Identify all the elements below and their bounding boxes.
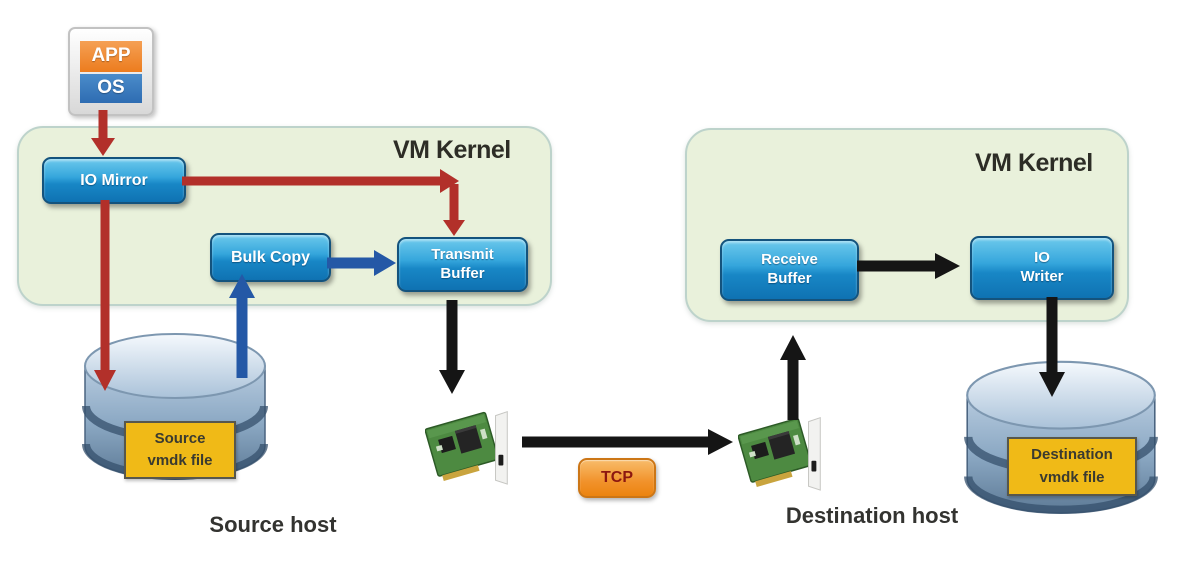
io-writer-label-line1: IO	[1034, 249, 1050, 267]
bulk-copy-label: Bulk Copy	[230, 248, 311, 266]
transmit-buffer-label-line1: Transmit	[431, 245, 494, 263]
destination-vmkernel-title: VM Kernel	[975, 149, 1093, 177]
app-label: APP	[80, 40, 142, 72]
os-label: OS	[80, 73, 142, 103]
destination-vmdk-line1: Destination	[1031, 446, 1113, 463]
transmit-buffer-label-line2: Buffer	[440, 264, 485, 282]
source-nic-icon	[425, 411, 508, 485]
receive-buffer-label-line1: Receive	[761, 251, 818, 269]
source-vmdk-line1: Source	[154, 429, 206, 447]
receive-buffer-box: Receive Buffer	[720, 239, 859, 301]
transmit-buffer-box: Transmit Buffer	[397, 237, 528, 292]
arrow-transmit-to-nic	[439, 300, 465, 394]
tcp-label: TCP	[601, 469, 633, 486]
arrow-nic-to-nic	[522, 429, 733, 455]
io-mirror-label: IO Mirror	[80, 171, 148, 189]
destination-nic-icon	[738, 417, 821, 491]
tcp-badge: TCP	[578, 458, 656, 498]
source-vmdk-label: Source vmdk file	[124, 421, 236, 479]
source-host-label: Source host	[209, 512, 337, 537]
source-vmkernel-title: VM Kernel	[393, 136, 511, 164]
destination-vmdk-label: Destination vmdk file	[1007, 437, 1137, 496]
source-vmdk-line2: vmdk file	[147, 452, 213, 469]
app-os-box: APP OS	[68, 27, 154, 116]
receive-buffer-label-line2: Buffer	[767, 270, 812, 287]
destination-host-label: Destination host	[785, 503, 959, 528]
io-mirror-box: IO Mirror	[42, 157, 186, 204]
destination-vmdk-line2: vmdk file	[1039, 468, 1105, 486]
bulk-copy-box: Bulk Copy	[210, 233, 331, 282]
io-writer-label-line2: Writer	[1020, 268, 1064, 285]
io-writer-box: IO Writer	[970, 236, 1114, 300]
